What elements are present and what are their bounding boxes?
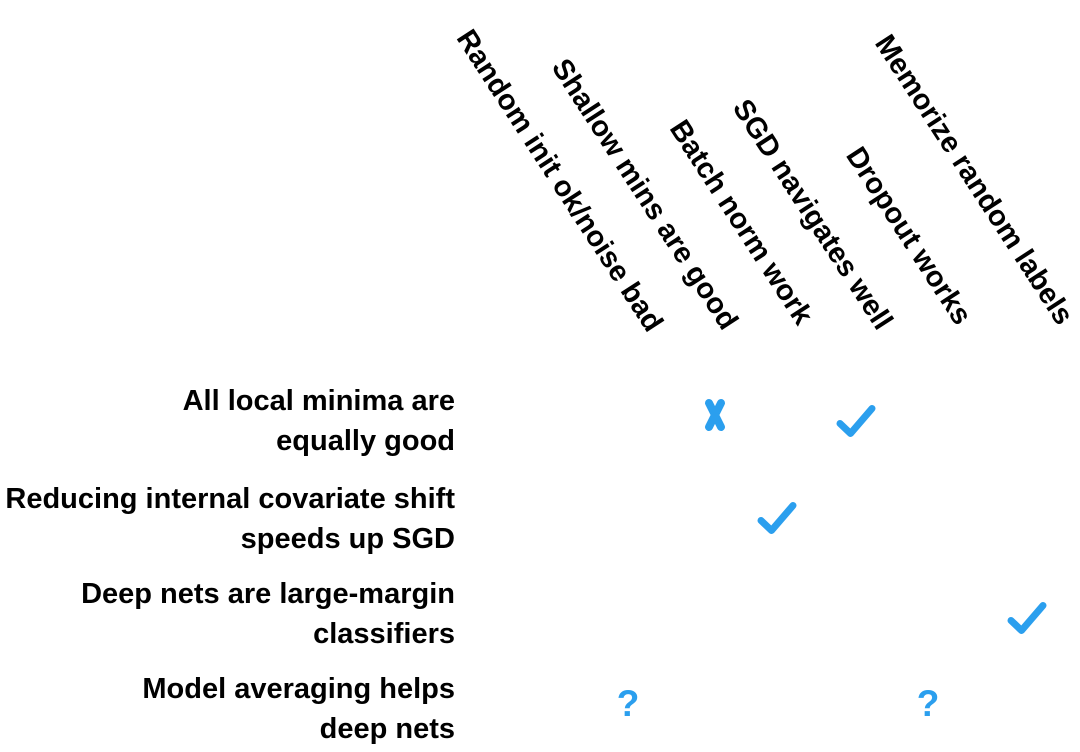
column-header-memorize-labels: Memorize random labels: [867, 29, 1079, 331]
question-mark-icon: ?: [616, 683, 640, 724]
row-label-line: All local minima are: [182, 385, 455, 417]
row-label-line: Reducing internal covariate shift: [5, 483, 455, 515]
column-header-batch-norm: Batch norm work: [663, 114, 819, 331]
matrix-cell-mark: [1007, 601, 1047, 635]
row-label-large-margin: Deep nets are large-margin classifiers: [81, 574, 455, 654]
row-label-line: equally good: [276, 425, 455, 457]
matrix-cell-mark: [703, 397, 727, 433]
cross-icon: [705, 399, 725, 431]
question-mark-icon: ?: [916, 683, 940, 724]
matrix-cell-mark: [836, 404, 876, 438]
row-label-model-averaging: Model averaging helps deep nets: [142, 669, 455, 749]
row-label-local-minima: All local minima are equally good: [183, 381, 455, 461]
matrix-cell-mark: ?: [608, 684, 648, 724]
row-label-line: deep nets: [319, 713, 455, 745]
check-icon: [757, 502, 797, 534]
row-label-covariate-shift: Reducing internal covariate shift speeds…: [5, 479, 455, 559]
matrix-cell-mark: ?: [908, 684, 948, 724]
row-label-line: speeds up SGD: [240, 523, 455, 555]
matrix-cell-mark: [757, 501, 797, 535]
row-label-line: Model averaging helps: [142, 673, 455, 705]
row-label-line: Deep nets are large-margin: [81, 578, 455, 610]
check-icon: [1007, 602, 1047, 634]
check-icon: [836, 405, 876, 437]
row-label-line: classifiers: [313, 618, 455, 650]
